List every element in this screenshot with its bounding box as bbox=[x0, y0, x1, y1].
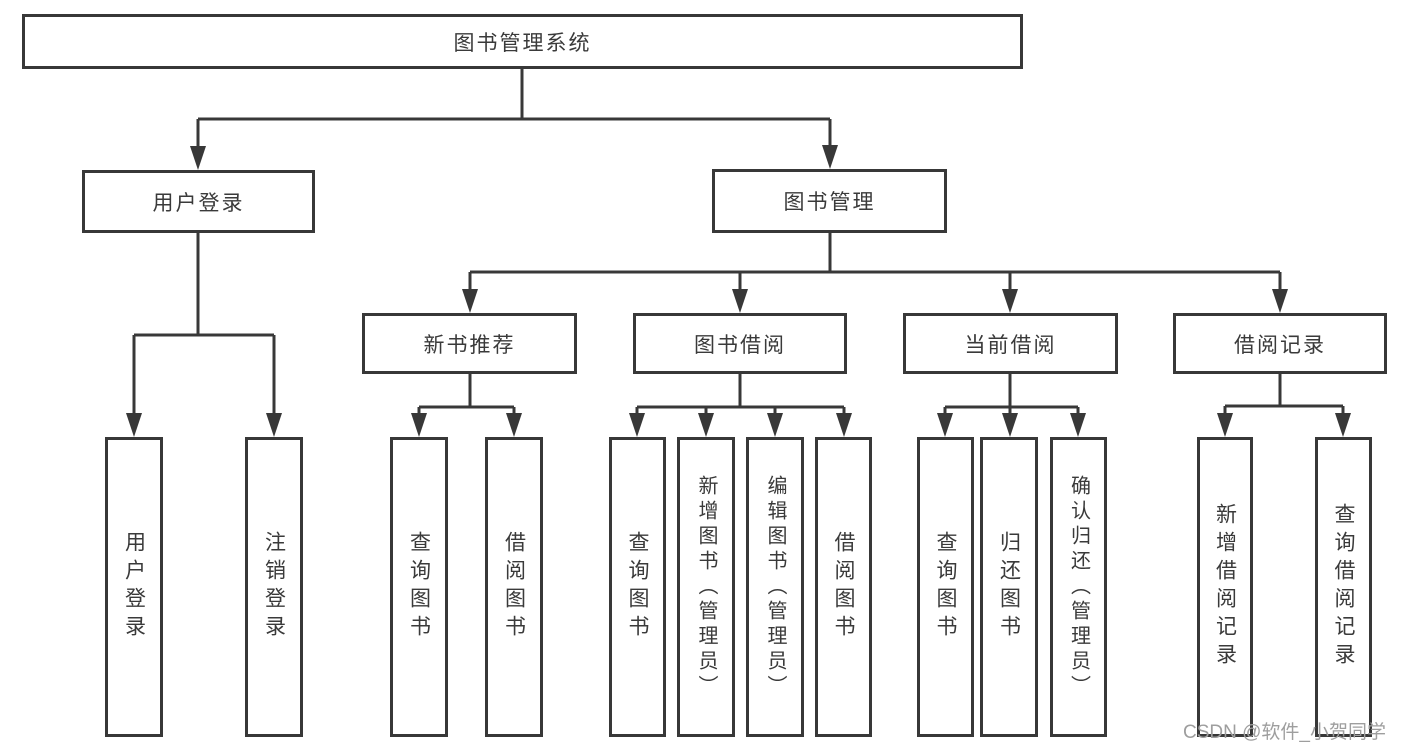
leaf-label: 查询图书 bbox=[934, 531, 957, 643]
node-new-book-recommend: 新书推荐 bbox=[362, 313, 577, 374]
leaf-query-books-recommend: 查询图书 bbox=[390, 437, 448, 737]
node-label: 用户登录 bbox=[152, 191, 245, 215]
leaf-query-books-borrow: 查询图书 bbox=[609, 437, 666, 737]
node-label: 图书管理系统 bbox=[453, 31, 592, 55]
leaf-label: 查询图书 bbox=[626, 531, 649, 643]
leaf-query-books-current: 查询图书 bbox=[917, 437, 974, 737]
leaf-label: 注销登录 bbox=[262, 531, 286, 643]
leaf-edit-books-admin: 编辑图书（管理员） bbox=[746, 437, 804, 737]
node-label: 新书推荐 bbox=[423, 333, 516, 357]
node-user-login: 用户登录 bbox=[82, 170, 315, 233]
leaf-logout: 注销登录 bbox=[245, 437, 303, 737]
node-book-management: 图书管理 bbox=[712, 169, 947, 233]
node-label: 借阅记录 bbox=[1234, 333, 1326, 357]
leaf-borrow-books-recommend: 借阅图书 bbox=[485, 437, 543, 737]
leaf-confirm-return-admin: 确认归还（管理员） bbox=[1050, 437, 1107, 737]
leaf-label: 借阅图书 bbox=[832, 531, 855, 643]
leaf-borrow-books: 借阅图书 bbox=[815, 437, 872, 737]
node-book-borrow: 图书借阅 bbox=[633, 313, 847, 374]
leaf-label: 用户登录 bbox=[122, 531, 146, 643]
leaf-label: 借阅图书 bbox=[502, 531, 526, 643]
node-borrow-records: 借阅记录 bbox=[1173, 313, 1387, 374]
csdn-watermark: CSDN @软件_小贺同学 bbox=[1183, 722, 1386, 743]
leaf-user-login: 用户登录 bbox=[105, 437, 163, 737]
leaf-query-borrow-record: 查询借阅记录 bbox=[1315, 437, 1372, 737]
leaf-return-books: 归还图书 bbox=[980, 437, 1038, 737]
leaf-add-borrow-record: 新增借阅记录 bbox=[1197, 437, 1253, 737]
leaf-add-books-admin: 新增图书（管理员） bbox=[677, 437, 735, 737]
leaf-label: 查询图书 bbox=[407, 531, 431, 643]
node-label: 当前借阅 bbox=[964, 333, 1057, 357]
node-label: 图书借阅 bbox=[694, 333, 786, 357]
leaf-label: 查询借阅记录 bbox=[1332, 503, 1355, 671]
node-label: 图书管理 bbox=[783, 191, 876, 214]
leaf-label: 归还图书 bbox=[997, 531, 1021, 643]
leaf-label: 新增图书（管理员） bbox=[695, 474, 717, 700]
leaf-label: 新增借阅记录 bbox=[1213, 503, 1237, 671]
leaf-label: 确认归还（管理员） bbox=[1067, 474, 1090, 700]
node-current-borrow: 当前借阅 bbox=[903, 313, 1118, 374]
node-library-management-system: 图书管理系统 bbox=[22, 14, 1023, 69]
leaf-label: 编辑图书（管理员） bbox=[764, 474, 786, 700]
